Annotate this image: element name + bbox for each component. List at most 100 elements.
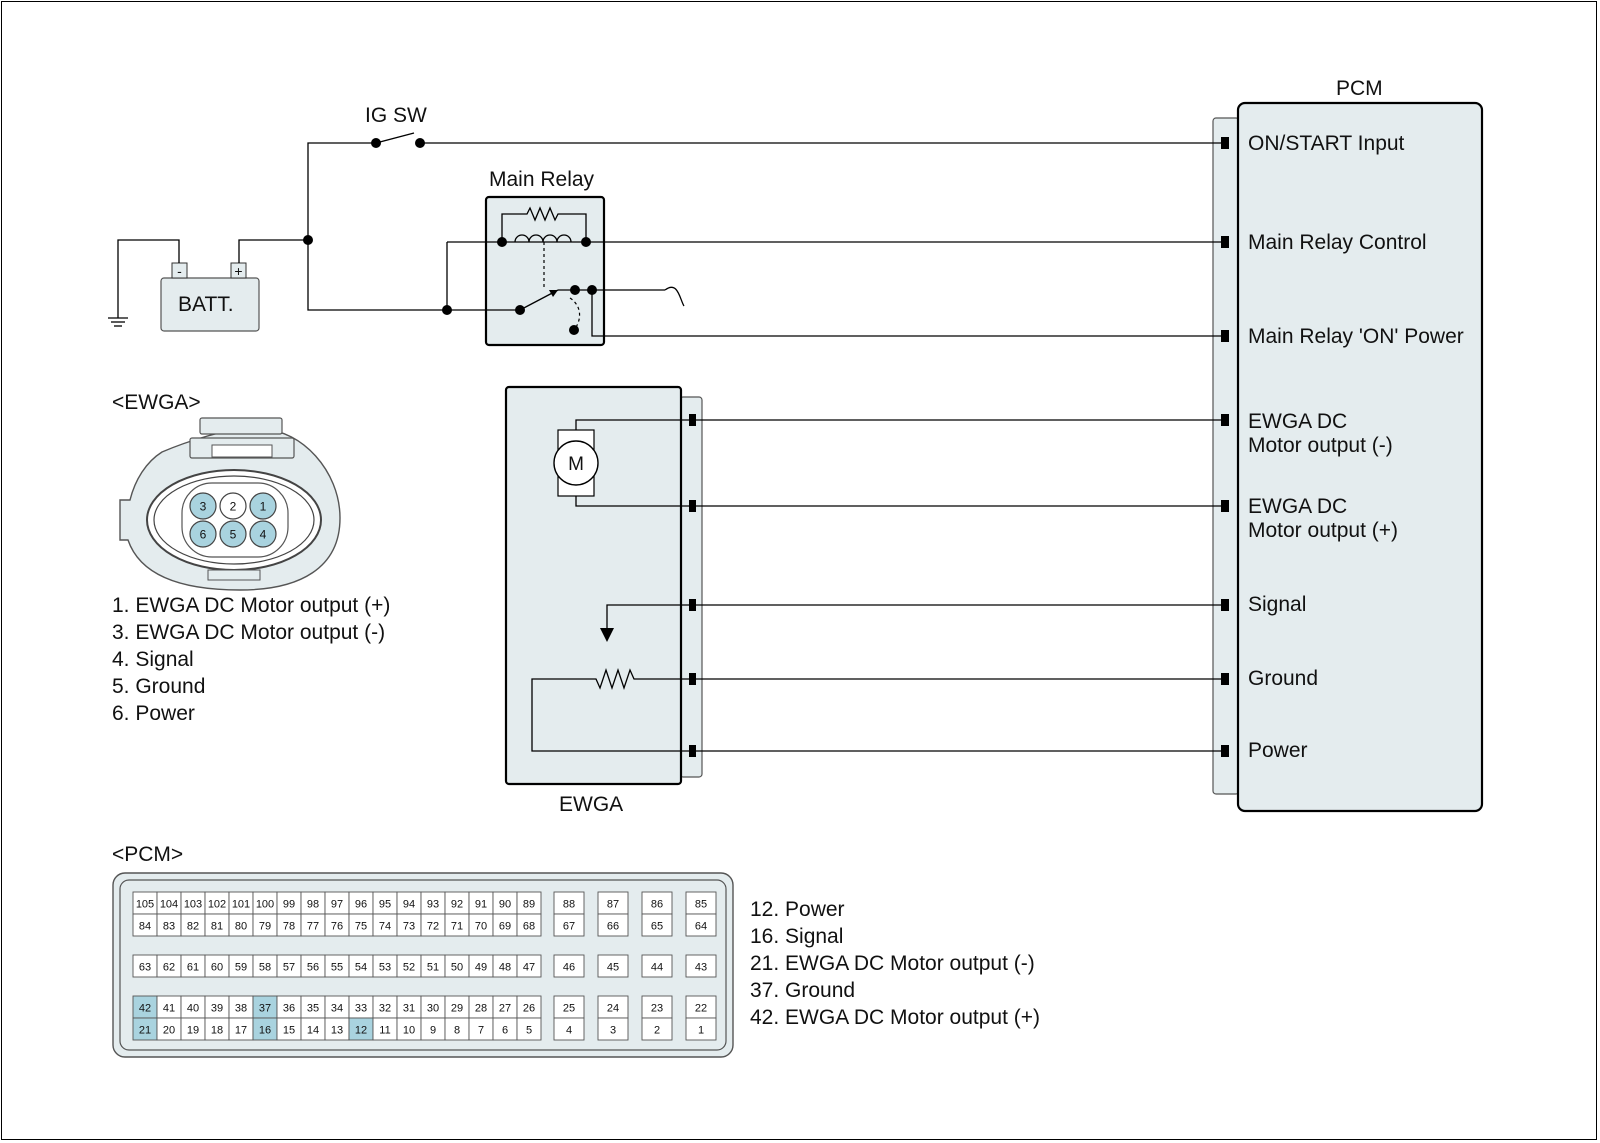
pcm-pin-number: 92 — [451, 899, 463, 911]
wires — [108, 132, 1225, 752]
pcm-pin-number: 94 — [403, 899, 415, 911]
ewga-pin-5 — [219, 520, 247, 548]
pcm-pin-number: 103 — [184, 899, 202, 911]
pcm-pin-number: 68 — [523, 921, 535, 933]
pcm-pin-number: 101 — [232, 899, 250, 911]
pcm-pin-number: 56 — [307, 962, 319, 974]
battery-minus-sign: - — [177, 263, 182, 279]
pcm-pin-number: 17 — [235, 1025, 247, 1037]
pcm-pin-label-line: Motor output (-) — [1248, 434, 1393, 457]
ewga-pin-number: 4 — [260, 528, 267, 542]
ig-switch-label: IG SW — [365, 104, 427, 127]
pcm-pin-number: 27 — [499, 1003, 511, 1015]
pcm-pin-number: 70 — [475, 921, 487, 933]
motor-symbol — [553, 440, 599, 486]
pcm-pin-number: 8 — [454, 1025, 460, 1037]
pcm-pin-number: 22 — [695, 1003, 707, 1015]
pcm-connector-inner — [119, 879, 727, 1051]
pcm-pin-number: 14 — [307, 1025, 319, 1037]
junction-dots — [303, 138, 597, 335]
pcm-pin-number: 12 — [355, 1025, 367, 1037]
pcm-pin-number: 48 — [499, 962, 511, 974]
ewga-pin-number: 3 — [200, 500, 207, 514]
pcm-pin-number: 64 — [695, 921, 707, 933]
pcm-pin-number: 89 — [523, 899, 535, 911]
pcm-pin-number: 61 — [187, 962, 199, 974]
pcm-pin-45 — [597, 954, 629, 978]
pcm-pin-number: 60 — [211, 962, 223, 974]
pcm-pin-label-line: Power — [1248, 739, 1308, 762]
ewga-legend-item: 5. Ground — [112, 675, 206, 698]
sensor-wiper-arrow — [600, 628, 614, 642]
pcm-pin-number: 6 — [502, 1025, 508, 1037]
pcm-legend-item: 16. Signal — [750, 925, 844, 948]
pcm-pin-number: 102 — [208, 899, 226, 911]
main-relay-label: Main Relay — [489, 168, 595, 191]
ewga-pin-number: 2 — [230, 500, 237, 514]
pcm-pin-number: 55 — [331, 962, 343, 974]
pcm-pin-44 — [641, 954, 673, 978]
pcm-connector-strip — [1212, 117, 1240, 795]
pcm-pin-number: 67 — [563, 921, 575, 933]
pcm-pin-label-line: EWGA DC — [1248, 495, 1348, 518]
pcm-pin-number: 54 — [355, 962, 367, 974]
pcm-pin-number: 69 — [499, 921, 511, 933]
pcm-pin-64 — [685, 913, 717, 937]
pcm-pin-number: 38 — [235, 1003, 247, 1015]
pcm-pin-number: 36 — [283, 1003, 295, 1015]
pcm-pin-number: 74 — [379, 921, 391, 933]
pcm-pin-terminals — [1221, 137, 1229, 757]
pcm-pin-67 — [553, 913, 585, 937]
ewga-legend-item: 4. Signal — [112, 648, 194, 671]
motor-letter: M — [568, 454, 584, 475]
ewga-connector-strip — [679, 396, 703, 778]
pcm-legend-item: 37. Ground — [750, 979, 856, 1002]
pcm-pin-number: 34 — [331, 1003, 343, 1015]
pcm-pin-number: 77 — [307, 921, 319, 933]
pcm-title: PCM — [1336, 77, 1383, 100]
pcm-pin-number: 47 — [523, 962, 535, 974]
pcm-pin-label-line: Signal — [1248, 593, 1307, 616]
pcm-pin-number: 62 — [163, 962, 175, 974]
pcm-pin-label-line: EWGA DC — [1248, 410, 1348, 433]
pcm-pin-number: 104 — [160, 899, 178, 911]
pcm-pin-number: 42 — [139, 1003, 151, 1015]
pcm-pin-label-main-relay-control: Main Relay Control — [1248, 231, 1427, 255]
pcm-pin-number: 18 — [211, 1025, 223, 1037]
ewga-module-box — [504, 385, 683, 786]
pcm-pin-number: 95 — [379, 899, 391, 911]
pcm-pin-number: 66 — [607, 921, 619, 933]
pcm-pin-number: 5 — [526, 1025, 532, 1037]
ewga-pin-2 — [219, 492, 247, 520]
pcm-pin-label-line: Main Relay Control — [1248, 231, 1427, 254]
pcm-pin-number: 65 — [651, 921, 663, 933]
ewga-pin-number: 6 — [200, 528, 207, 542]
pcm-pin-4 — [553, 1017, 585, 1041]
pcm-pin-number: 3 — [610, 1025, 616, 1037]
pcm-pin-number: 85 — [695, 899, 707, 911]
pcm-pin-number: 31 — [403, 1003, 415, 1015]
battery-label: BATT. — [178, 293, 234, 316]
ewga-legend-item: 1. EWGA DC Motor output (+) — [112, 594, 391, 617]
pcm-pin-number: 19 — [187, 1025, 199, 1037]
pcm-pin-number: 50 — [451, 962, 463, 974]
pcm-pin-number: 76 — [331, 921, 343, 933]
battery-plus-sign: + — [234, 263, 242, 279]
pcm-pin-number: 73 — [403, 921, 415, 933]
pcm-pin-number: 81 — [211, 921, 223, 933]
pcm-pin-number: 49 — [475, 962, 487, 974]
pcm-pin-number: 46 — [563, 962, 575, 974]
pcm-pin-number: 97 — [331, 899, 343, 911]
pcm-pin-number: 20 — [163, 1025, 175, 1037]
pcm-pin-number: 58 — [259, 962, 271, 974]
pcm-pin-number: 51 — [427, 962, 439, 974]
ewga-pin-number: 5 — [230, 528, 237, 542]
pcm-pin-number: 39 — [211, 1003, 223, 1015]
pcm-pin-1 — [685, 1017, 717, 1041]
pcm-pin-5 — [516, 1017, 542, 1041]
ewga-pin-number: 1 — [260, 500, 267, 514]
